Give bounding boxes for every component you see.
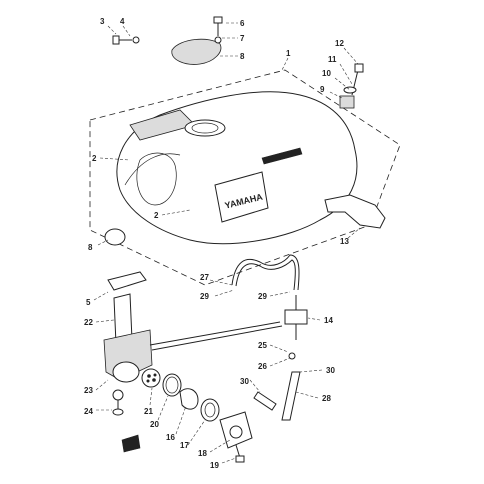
- callout-24: 24: [84, 407, 93, 416]
- callout-26: 26: [258, 362, 267, 371]
- callout-29-right: 29: [258, 292, 267, 301]
- callout-8-top: 8: [240, 52, 245, 61]
- callout-16: 16: [166, 433, 175, 442]
- callout-8-bottom: 8: [88, 243, 93, 252]
- callout-17: 17: [180, 441, 189, 450]
- callout-13: 13: [340, 237, 349, 246]
- callout-labels: 3 4 6 7 8 1 12 11 10 9 2 2 8 13 27 29 29…: [84, 17, 349, 470]
- callout-7: 7: [240, 34, 245, 43]
- callout-10: 10: [322, 69, 331, 78]
- callout-2-left: 2: [92, 154, 97, 163]
- callout-22: 22: [84, 318, 93, 327]
- warning-tag: [121, 434, 141, 453]
- callout-1: 1: [286, 49, 291, 58]
- rear-bracket: [324, 194, 386, 229]
- fuel-tank: YAMAHA: [116, 91, 358, 245]
- callout-30-mid: 30: [240, 377, 249, 386]
- fuel-cock-parts: [141, 368, 253, 463]
- callout-29-left: 29: [200, 292, 209, 301]
- callout-5: 5: [86, 298, 91, 307]
- callout-19: 19: [210, 461, 219, 470]
- front-bolt: [112, 35, 140, 45]
- fuel-cock-body: [103, 271, 153, 416]
- cushion: [104, 228, 126, 246]
- callout-14: 14: [324, 316, 333, 325]
- callout-25: 25: [258, 341, 267, 350]
- callout-4: 4: [120, 17, 125, 26]
- callout-27: 27: [200, 273, 209, 282]
- callout-28: 28: [322, 394, 331, 403]
- tank-damper-plate: [171, 16, 223, 65]
- callout-21: 21: [144, 407, 153, 416]
- callout-30-right: 30: [326, 366, 335, 375]
- callout-2-bottom: 2: [154, 211, 159, 220]
- callout-3: 3: [100, 17, 105, 26]
- callout-9: 9: [320, 85, 325, 94]
- rear-mount-bolt: [339, 63, 364, 109]
- fuel-line: [149, 321, 283, 351]
- callout-11: 11: [328, 55, 337, 64]
- leader-lines: [93, 22, 361, 464]
- callout-6: 6: [240, 19, 245, 28]
- fuel-pipe-assembly: [253, 295, 308, 421]
- callout-23: 23: [84, 386, 93, 395]
- callout-20: 20: [150, 420, 159, 429]
- callout-18: 18: [198, 449, 207, 458]
- callout-12: 12: [335, 39, 344, 48]
- overflow-hose: [231, 254, 300, 291]
